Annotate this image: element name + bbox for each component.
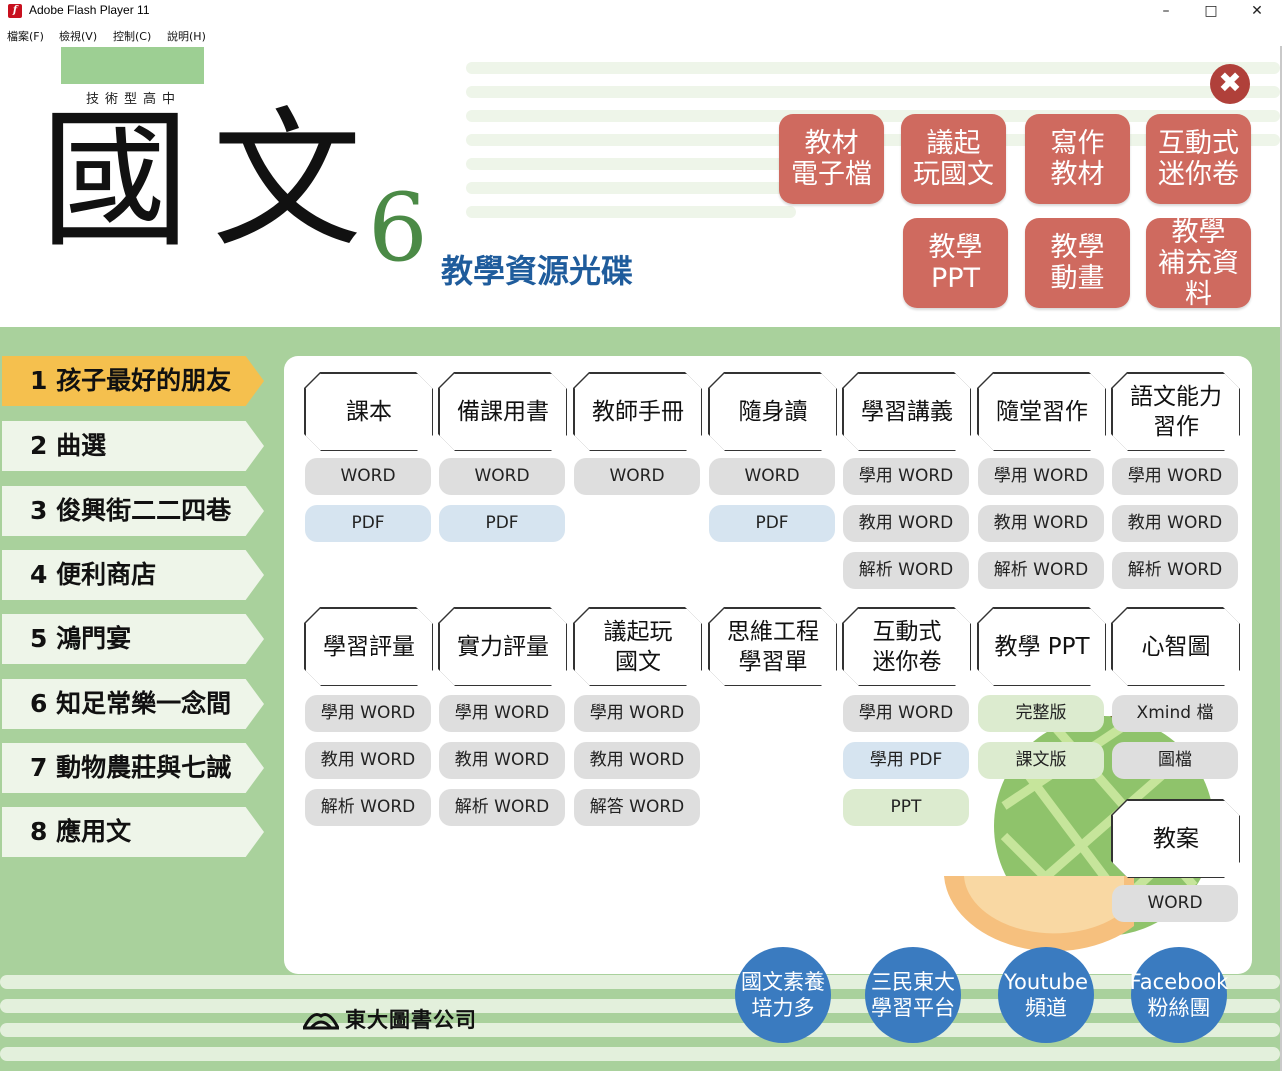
textbook-word[interactable]: WORD (305, 458, 431, 495)
youtube-link-button[interactable]: Youtube 頻道 (998, 947, 1094, 1043)
resource-thinking-worksheet[interactable]: 思維工程 學習單 (709, 608, 837, 686)
ppt-full-version[interactable]: 完整版 (978, 695, 1104, 732)
resource-prep-book[interactable]: 備課用書 (439, 373, 567, 451)
menu-bar: 檔案(F) 檢視(V) 控制(C) 說明(H) (0, 27, 1282, 45)
language-teacher-word[interactable]: 教用 WORD (1112, 505, 1238, 542)
assessment-teacher-word[interactable]: 教用 WORD (305, 742, 431, 779)
discussion-answer-word[interactable]: 解答 WORD (574, 789, 700, 826)
publisher-mountain-icon (303, 1013, 339, 1030)
resource-interactive-quiz[interactable]: 互動式 迷你卷 (843, 608, 971, 686)
handout-answer-word[interactable]: 解析 WORD (843, 552, 969, 589)
assessment-student-word[interactable]: 學用 WORD (305, 695, 431, 732)
header-stripe (466, 86, 1280, 98)
resource-assessment[interactable]: 學習評量 (305, 608, 433, 686)
lesson-tab-8[interactable]: 8 應用文 (2, 807, 264, 857)
resource-pocket-reader[interactable]: 隨身讀 (709, 373, 837, 451)
resource-proficiency-test[interactable]: 實力評量 (439, 608, 567, 686)
proficiency-answer-word[interactable]: 解析 WORD (439, 789, 565, 826)
resource-textbook[interactable]: 課本 (305, 373, 433, 451)
learning-platform-link-button[interactable]: 三民東大 學習平台 (865, 947, 961, 1043)
band-stripe (0, 1023, 1280, 1037)
discussion-teacher-word[interactable]: 教用 WORD (574, 742, 700, 779)
school-type-label: 技術型高中 (86, 92, 182, 107)
resource-teaching-ppt[interactable]: 教學 PPT (978, 608, 1106, 686)
exercise-answer-word[interactable]: 解析 WORD (978, 552, 1104, 589)
menu-control[interactable]: 控制(C) (113, 30, 152, 43)
language-student-word[interactable]: 學用 WORD (1112, 458, 1238, 495)
handout-student-word[interactable]: 學用 WORD (843, 458, 969, 495)
literacy-link-button[interactable]: 國文素養 培力多 (735, 947, 831, 1043)
pocket-reader-pdf[interactable]: PDF (709, 505, 835, 542)
publisher-name: 東大圖書公司 (345, 1007, 477, 1032)
quiz-student-pdf[interactable]: 學用 PDF (843, 742, 969, 779)
exercise-student-word[interactable]: 學用 WORD (978, 458, 1104, 495)
language-answer-word[interactable]: 解析 WORD (1112, 552, 1238, 589)
menu-file[interactable]: 檔案(F) (7, 30, 44, 43)
handout-teacher-word[interactable]: 教用 WORD (843, 505, 969, 542)
header-stripe (466, 182, 796, 194)
lesson-tab-5[interactable]: 5 鴻門宴 (2, 614, 264, 664)
teaching-animation-button[interactable]: 教學 動畫 (1025, 218, 1130, 308)
exercise-teacher-word[interactable]: 教用 WORD (978, 505, 1104, 542)
resource-study-handout[interactable]: 學習講義 (843, 373, 971, 451)
resource-mind-map[interactable]: 心智圖 (1112, 608, 1240, 686)
header-stripe (466, 62, 1280, 74)
page-title: 國文 (40, 94, 385, 268)
mindmap-image[interactable]: 圖檔 (1112, 742, 1238, 779)
assessment-answer-word[interactable]: 解析 WORD (305, 789, 431, 826)
quiz-ppt[interactable]: PPT (843, 789, 969, 826)
maximize-button[interactable]: □ (1204, 3, 1218, 19)
supplementary-material-button[interactable]: 教學 補充資料 (1146, 217, 1251, 310)
textbook-pdf[interactable]: PDF (305, 505, 431, 542)
prep-book-word[interactable]: WORD (439, 458, 565, 495)
menu-help[interactable]: 說明(H) (167, 30, 206, 43)
ebook-button[interactable]: 教材 電子檔 (779, 114, 884, 204)
teaching-ppt-button[interactable]: 教學 PPT (903, 218, 1008, 308)
prep-book-pdf[interactable]: PDF (439, 505, 565, 542)
lesson-tab-6[interactable]: 6 知足常樂一念間 (2, 679, 264, 729)
lesson-tab-2[interactable]: 2 曲選 (2, 421, 264, 471)
close-icon[interactable]: ✖ (1210, 64, 1250, 104)
discussion-student-word[interactable]: 學用 WORD (574, 695, 700, 732)
header-stripe (466, 206, 796, 218)
writing-material-button[interactable]: 寫作 教材 (1025, 114, 1130, 204)
band-stripe (0, 1047, 1280, 1061)
quiz-student-word[interactable]: 學用 WORD (843, 695, 969, 732)
resource-discussion-game[interactable]: 議起玩 國文 (574, 608, 702, 686)
mindmap-xmind[interactable]: Xmind 檔 (1112, 695, 1238, 732)
flash-app-icon: f (8, 4, 22, 18)
volume-number: 6 (368, 174, 428, 283)
window-title: Adobe Flash Player 11 (29, 3, 150, 17)
discussion-game-button[interactable]: 議起 玩國文 (901, 114, 1006, 204)
menu-view[interactable]: 檢視(V) (59, 30, 98, 43)
teacher-manual-word[interactable]: WORD (574, 458, 700, 495)
interactive-quiz-button[interactable]: 互動式 迷你卷 (1146, 114, 1251, 204)
window-titlebar: f Adobe Flash Player 11 – □ ✕ (0, 0, 1282, 24)
proficiency-student-word[interactable]: 學用 WORD (439, 695, 565, 732)
resource-class-exercise[interactable]: 隨堂習作 (978, 373, 1106, 451)
minimize-button[interactable]: – (1162, 3, 1170, 19)
resource-teacher-manual[interactable]: 教師手冊 (574, 373, 702, 451)
flash-stage: 技術型高中 國文 6 教學資源光碟 ✖ 教材 電子檔 議起 玩國文 寫作 教材 … (0, 46, 1282, 1071)
logo-banner (61, 47, 204, 84)
proficiency-teacher-word[interactable]: 教用 WORD (439, 742, 565, 779)
lesson-plan-word[interactable]: WORD (1112, 885, 1238, 922)
lesson-tab-3[interactable]: 3 俊興街二二四巷 (2, 486, 264, 536)
pocket-reader-word[interactable]: WORD (709, 458, 835, 495)
header-stripe (466, 158, 796, 170)
lesson-tab-7[interactable]: 7 動物農莊與七誡 (2, 743, 264, 793)
resource-lesson-plan[interactable]: 教案 (1112, 800, 1240, 878)
page-subtitle: 教學資源光碟 (441, 252, 634, 290)
publisher-logo: 東大圖書公司 (303, 1004, 477, 1034)
window-close-button[interactable]: ✕ (1251, 3, 1263, 19)
resource-language-exercise[interactable]: 語文能力 習作 (1112, 373, 1240, 451)
lesson-tab-1[interactable]: 1 孩子最好的朋友 (2, 356, 264, 406)
lesson-tab-4[interactable]: 4 便利商店 (2, 550, 264, 600)
facebook-link-button[interactable]: Facebook 粉絲團 (1130, 947, 1228, 1043)
ppt-text-version[interactable]: 課文版 (978, 742, 1104, 779)
